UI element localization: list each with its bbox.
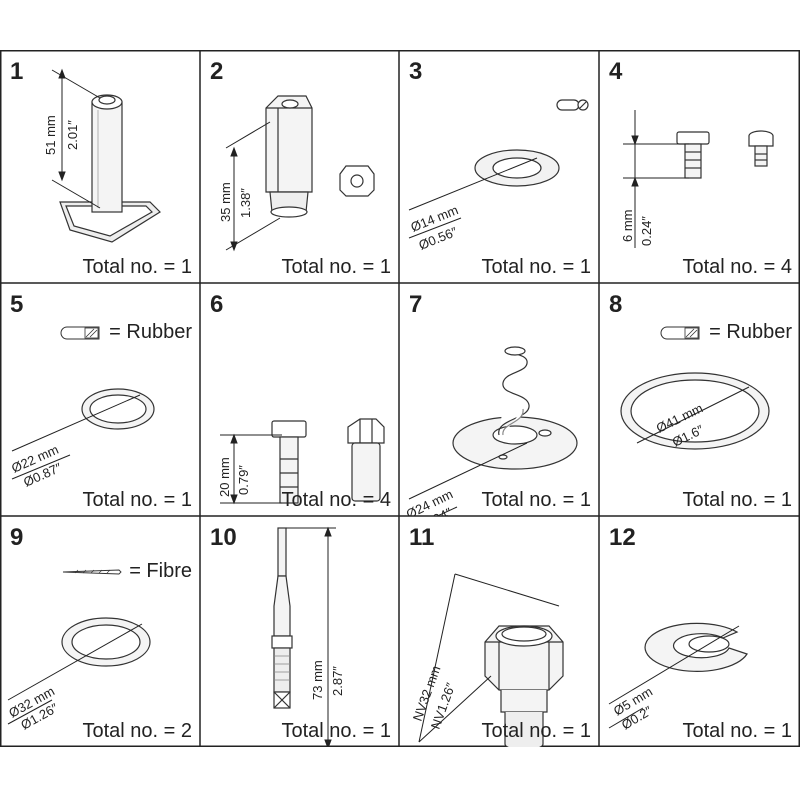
- part-number: 11: [409, 524, 435, 551]
- total-count: Total no. = 1: [682, 720, 792, 742]
- part-number: 10: [210, 524, 237, 551]
- material-legend: = Rubber: [659, 321, 792, 344]
- screw-illustration: 6 mm 0.24″: [620, 110, 774, 248]
- bolt-illustration: 20 mm 0.79″: [217, 418, 385, 505]
- part-number: 4: [609, 58, 623, 85]
- part-1-cell: 1 51 mm 2.01″ Total no. = 1: [0, 50, 200, 283]
- total-count: Total no. = 4: [281, 489, 391, 511]
- dim-inch: 0.79″: [236, 465, 251, 495]
- fibre-washer-illustration: Ø32 mm Ø1.26″: [6, 617, 151, 733]
- part-8-cell: 8 = Rubber Ø41 mm Ø1.6″ Total no. = 1: [599, 283, 800, 516]
- part-3-cell: 3 Ø14 mm Ø0.56″ Total no. = 1: [399, 50, 599, 283]
- part-number: 12: [609, 524, 636, 551]
- total-count: Total no. = 1: [82, 256, 192, 278]
- part-number: 3: [409, 58, 423, 85]
- rubber-section-icon: [660, 326, 700, 339]
- dim-inch: 0.24″: [639, 216, 654, 246]
- material-legend: = Fibre: [61, 560, 192, 583]
- armature-illustration: 35 mm 1.38″: [218, 95, 375, 252]
- total-count: Total no. = 2: [82, 720, 192, 742]
- total-count: Total no. = 1: [682, 489, 792, 511]
- part-number: 1: [10, 58, 24, 85]
- manual-stem-illustration: 73 mm 2.87″: [271, 526, 345, 747]
- part-11-cell: 11 NV32 mm NV1.26″ Total no. = 1: [399, 516, 599, 747]
- part-number: 2: [210, 58, 224, 85]
- part-number: 6: [210, 291, 224, 318]
- total-count: Total no. = 1: [481, 720, 591, 742]
- parts-grid: 1 51 mm 2.01″ Total no. = 1 2: [0, 50, 800, 747]
- spring-diaphragm-illustration: Ø24 mm Ø0.94″: [404, 346, 578, 516]
- dim-mm: 73 mm: [310, 660, 325, 700]
- total-count: Total no. = 4: [682, 256, 792, 278]
- dim-inch: 2.87″: [330, 666, 345, 696]
- total-count: Total no. = 1: [281, 720, 391, 742]
- plunger-tube-illustration: 51 mm 2.01″: [43, 68, 161, 243]
- part-number: 5: [10, 291, 24, 318]
- grid-lines: [0, 50, 800, 747]
- legend-label: = Rubber: [109, 321, 192, 343]
- dim-mm: 20 mm: [217, 457, 232, 497]
- total-count: Total no. = 1: [82, 489, 192, 511]
- part-6-cell: 6 20 mm 0.79″ Total: [200, 283, 399, 516]
- total-count: Total no. = 1: [481, 489, 591, 511]
- washer-illustration: Ø14 mm Ø0.56″: [409, 99, 589, 253]
- dim-mm: 35 mm: [218, 182, 233, 222]
- rubber-gasket-illustration: Ø41 mm Ø1.6″: [620, 372, 770, 450]
- part-7-cell: 7 Ø24 mm Ø0.94″ Total no. = 1: [399, 283, 599, 516]
- total-count: Total no. = 1: [481, 256, 591, 278]
- part-2-cell: 2 35 mm 1.38″ Total no. = 1: [200, 50, 399, 283]
- hex-nut-illustration: NV32 mm NV1.26″: [410, 573, 564, 747]
- part-12-cell: 12 Ø5 mm Ø0.2″ Total no. = 1: [599, 516, 800, 747]
- dim-inch: 1.38″: [238, 188, 253, 218]
- total-count: Total no. = 1: [281, 256, 391, 278]
- part-number: 7: [409, 291, 423, 318]
- part-5-cell: 5 = Rubber Ø22 mm Ø0.87″ Total no. = 1: [0, 283, 200, 516]
- dim-mm: 51 mm: [43, 115, 58, 155]
- dim-mm: 6 mm: [620, 210, 635, 243]
- material-legend: = Rubber: [59, 321, 192, 344]
- part-number: 8: [609, 291, 623, 318]
- part-10-cell: 10 73 mm 2.87″: [200, 516, 399, 747]
- part-4-cell: 4 6 mm 0.24″: [599, 50, 800, 283]
- dim-inch: 2.01″: [65, 120, 80, 150]
- part-9-cell: 9 = Fibre Ø32 mm Ø1.26″ Total no. = 2: [0, 516, 200, 747]
- rubber-section-icon: [60, 326, 100, 339]
- fibre-section-icon: [63, 569, 122, 574]
- circlip-illustration: Ø5 mm Ø0.2″: [608, 622, 748, 733]
- legend-label: = Rubber: [709, 321, 792, 343]
- part-number: 9: [10, 524, 24, 551]
- rubber-o-ring-illustration: Ø22 mm Ø0.87″: [9, 388, 155, 490]
- legend-label: = Fibre: [129, 560, 192, 582]
